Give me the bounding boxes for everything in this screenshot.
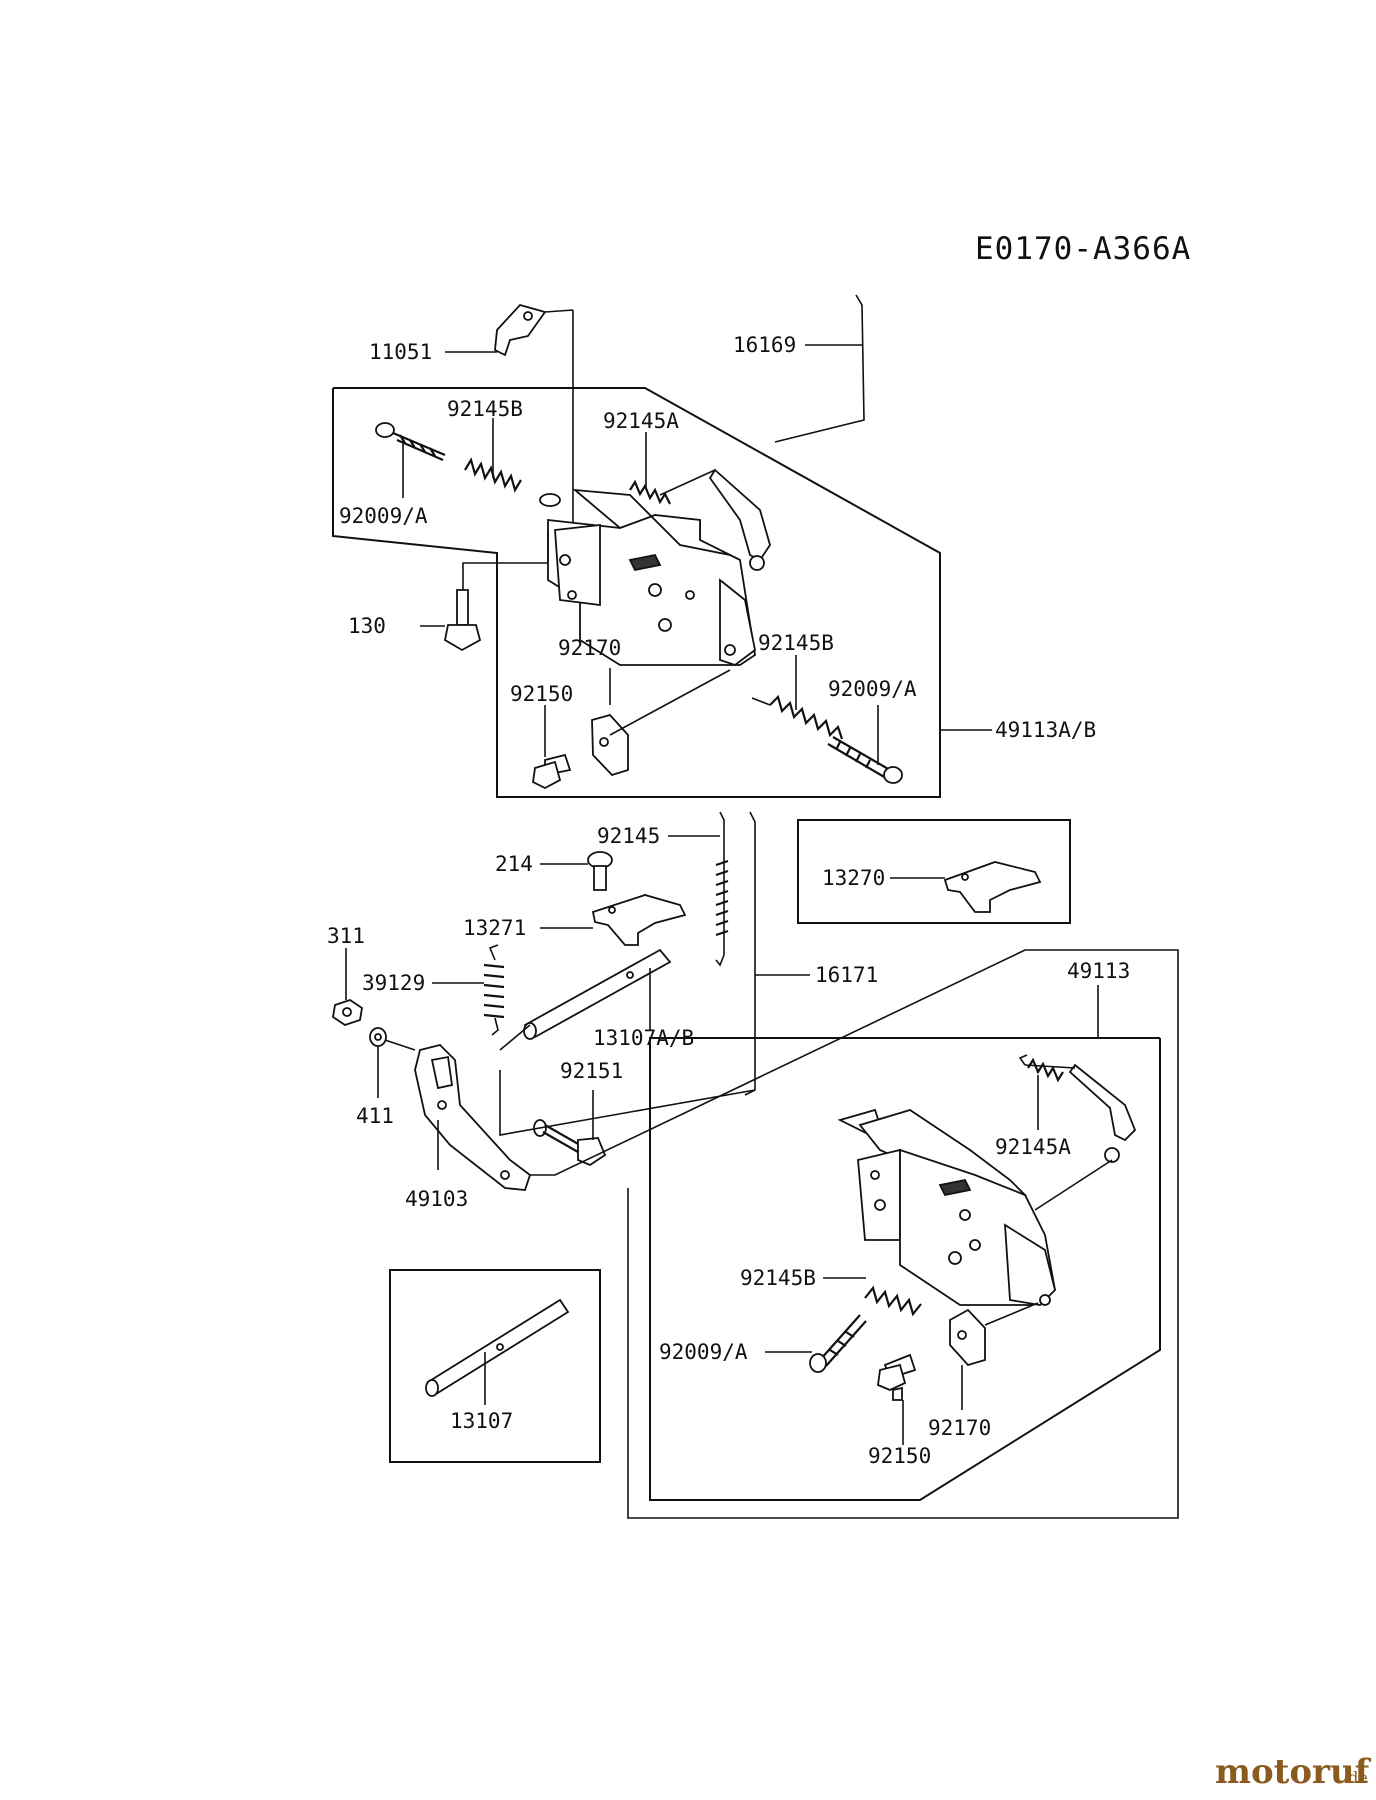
control-plate-bottom-part <box>837 1063 1137 1306</box>
washer-411-part <box>369 1027 387 1047</box>
rod-16171-part <box>744 811 756 1096</box>
clip-92170-bot-part <box>949 1308 986 1367</box>
spring-92145B-mid-part <box>769 694 844 740</box>
shaft-13107AB-part <box>523 948 672 1040</box>
bolt-92009A-bot-part <box>809 1314 867 1373</box>
label-411: 411 <box>356 1104 394 1128</box>
clip-92170-top-part <box>591 713 629 777</box>
label-16169: 16169 <box>733 333 796 357</box>
label-92009A-bot: 92009/A <box>659 1340 748 1364</box>
label-11051: 11051 <box>369 340 432 364</box>
spring-92145A-top-part <box>629 479 671 505</box>
label-13270: 13270 <box>822 866 885 890</box>
bottom-assembly-frame <box>649 1037 1161 1501</box>
box-13270-frame <box>797 819 1071 924</box>
label-92150-top: 92150 <box>510 682 573 706</box>
plate-13271-part <box>591 894 687 946</box>
screw-214-part <box>587 851 613 891</box>
watermark-brand: motoruf <box>1215 1752 1372 1792</box>
label-92145B-top: 92145B <box>447 397 523 421</box>
plate-13270-part <box>943 861 1042 913</box>
shaft-13107-part <box>425 1298 570 1397</box>
lever-49103-part <box>414 1044 532 1191</box>
bolt-92151-part <box>533 1119 607 1167</box>
label-49103: 49103 <box>405 1187 468 1211</box>
label-49113AB: 49113A/B <box>995 718 1096 742</box>
bolt-92150-top-part <box>532 753 572 790</box>
label-92151: 92151 <box>560 1059 623 1083</box>
diagram-code: E0170-A366A <box>975 231 1191 267</box>
label-92145A-bot: 92145A <box>995 1135 1071 1159</box>
spring-39129-part <box>483 944 505 1036</box>
label-311: 311 <box>327 924 365 948</box>
label-16171: 16171 <box>815 963 878 987</box>
label-92150-bot: 92150 <box>868 1444 931 1468</box>
label-39129: 39129 <box>362 971 425 995</box>
box-13107-frame <box>389 1269 601 1463</box>
label-92145A-top: 92145A <box>603 409 679 433</box>
bolt-92009A-mid-part <box>827 736 903 784</box>
spring-92145-part <box>715 811 729 967</box>
rod-16169-part <box>774 294 865 443</box>
label-92170-bot: 92170 <box>928 1416 991 1440</box>
bolt-92009A-top-part <box>375 422 446 462</box>
label-92145B-bot: 92145B <box>740 1266 816 1290</box>
label-49113: 49113 <box>1067 959 1130 983</box>
label-13271: 13271 <box>463 916 526 940</box>
label-92170-top: 92170 <box>558 636 621 660</box>
control-plate-top-part <box>539 468 771 667</box>
spring-92145A-bot-part <box>1018 1054 1064 1083</box>
top-assembly-frame <box>332 387 941 798</box>
spring-92145B-bot-part <box>864 1285 922 1317</box>
watermark-logo: motoruf .de <box>1215 1752 1372 1792</box>
bolt-92150-bot-part <box>877 1353 917 1401</box>
label-92145: 92145 <box>597 824 660 848</box>
label-13107: 13107 <box>450 1409 513 1433</box>
label-130: 130 <box>348 614 386 638</box>
label-214: 214 <box>495 852 533 876</box>
label-92009A-top: 92009/A <box>339 504 428 528</box>
nut-311-part <box>332 999 363 1026</box>
bracket-11051-part <box>494 303 574 560</box>
label-92009A-mid: 92009/A <box>828 677 917 701</box>
bolt-130-part <box>443 589 482 652</box>
label-92145B-mid: 92145B <box>758 631 834 655</box>
watermark-tld: .de <box>1343 1768 1368 1787</box>
